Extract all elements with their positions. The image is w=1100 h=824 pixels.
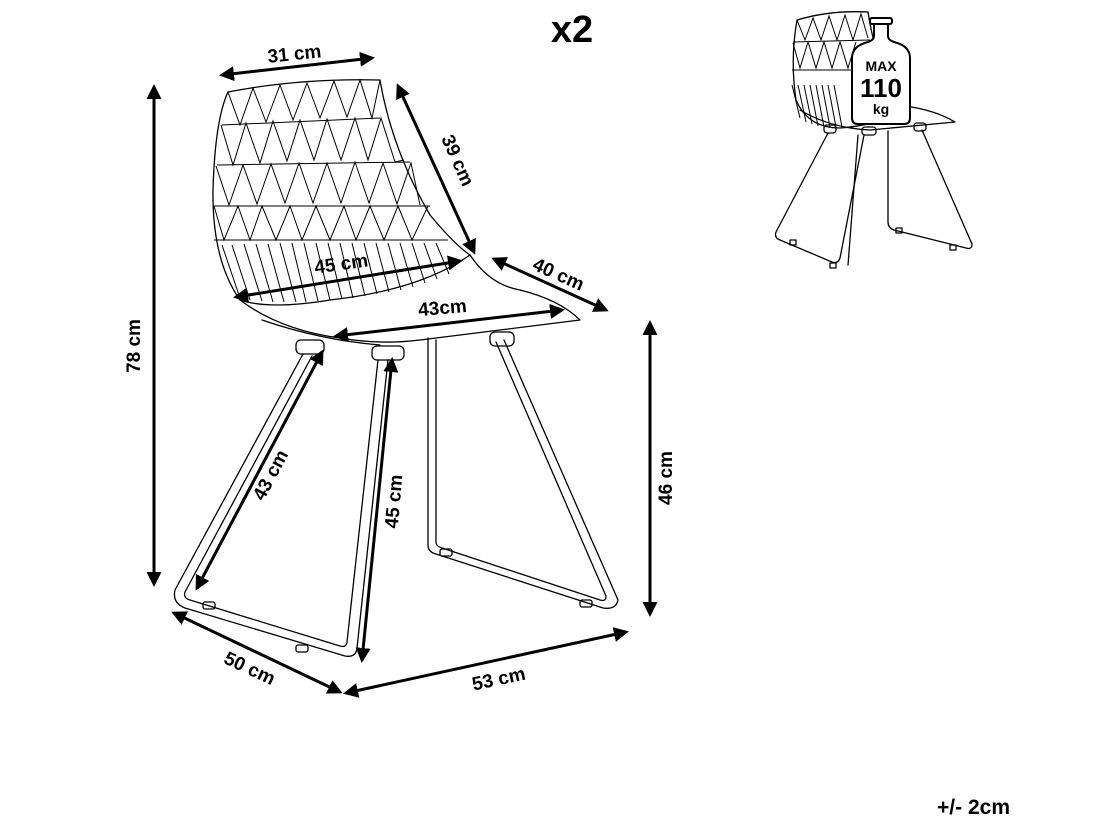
dim-line-seat-depth — [491, 257, 609, 312]
dim-label-seat-width: 45 cm — [313, 250, 369, 278]
seat-peg — [295, 339, 325, 355]
dim-line-back-width — [219, 51, 375, 82]
max-load-line1: MAX — [865, 58, 897, 74]
dim-label-base-width: 53 cm — [470, 664, 527, 696]
dim-line-seat-width — [233, 255, 463, 303]
tolerance-label: +/- 2cm — [937, 796, 1010, 819]
seat-peg — [371, 345, 405, 361]
dim-line-back-height — [396, 83, 476, 255]
seat-peg — [489, 331, 515, 347]
dimension-lines: 31 cm 39 cm 45 cm 40 cm 43cm 78 cm 46 cm… — [124, 41, 677, 698]
dim-label-base-depth: 50 cm — [220, 648, 278, 690]
max-load-line3: kg — [873, 101, 889, 117]
max-load-thumbnail: MAX 110 kg — [774, 11, 973, 269]
main-chair-drawing — [173, 78, 619, 657]
quantity-label: x2 — [551, 9, 593, 51]
max-load-line2: 110 — [860, 73, 902, 103]
dim-line-base-depth — [171, 611, 343, 694]
dim-label-total-height: 78 cm — [124, 319, 145, 373]
dim-label-seat-height: 46 cm — [656, 451, 677, 505]
dim-line-leg-front — [195, 349, 324, 591]
dim-label-leg-inner: 45 cm — [382, 474, 408, 530]
dim-line-base-width — [343, 627, 629, 698]
dim-line-leg-inner — [355, 357, 399, 663]
dim-line-seat-inner-width — [333, 303, 565, 343]
weight-icon — [851, 21, 911, 125]
dim-label-seat-inner-width: 43cm — [417, 296, 467, 321]
